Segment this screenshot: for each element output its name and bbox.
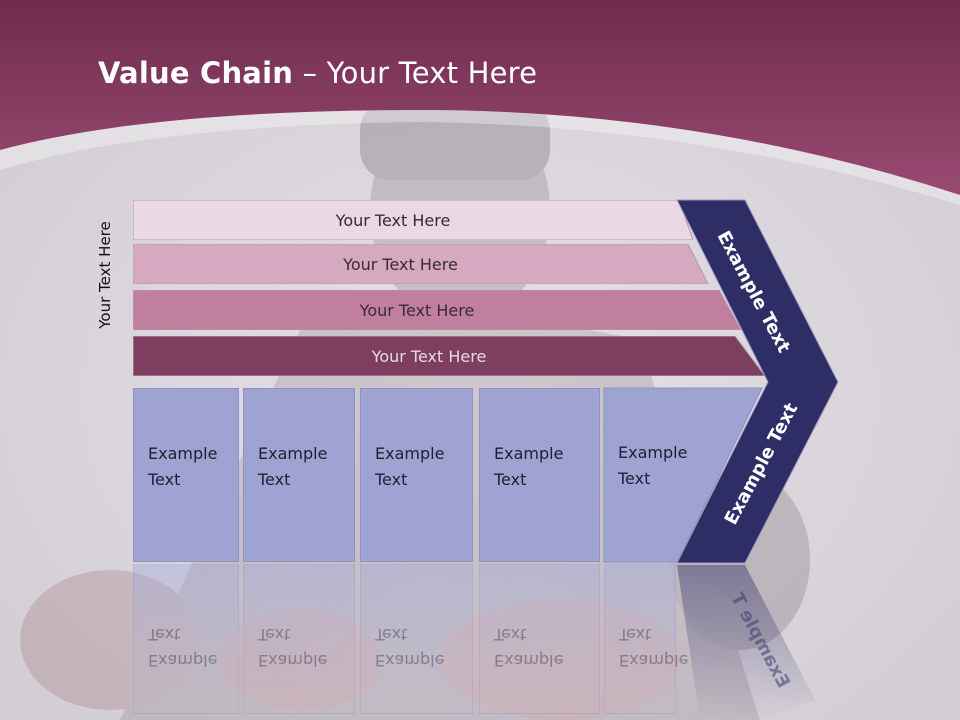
chevron-reflection [677, 565, 815, 720]
box-line2: Text [258, 470, 291, 489]
support-row-label: Your Text Here [335, 210, 451, 230]
title-rest: – Your Text Here [293, 56, 538, 90]
support-row: Your Text Here [133, 244, 708, 284]
support-row-label: Your Text Here [371, 346, 487, 366]
box-line2: Text [494, 470, 527, 489]
chevron-shape [676, 199, 839, 564]
box-line1: Example [494, 444, 564, 463]
box-line2: Text [148, 470, 181, 489]
support-row: Your Text Here [133, 290, 741, 330]
support-row-label: Your Text Here [343, 254, 458, 274]
support-row: Your Text Here [133, 336, 765, 376]
title-bold: Value Chain [98, 56, 294, 90]
box-line2: Text [375, 470, 408, 489]
box-line1: Example [375, 444, 445, 463]
box-line1: Example [258, 444, 328, 463]
support-row: Your Text Here [133, 200, 693, 240]
box-line2: Text [618, 469, 651, 488]
box-line1: Example [148, 444, 218, 463]
row-shape [133, 200, 693, 240]
row-shape [133, 336, 765, 376]
slide-title: Value Chain – Your Text Here [98, 56, 537, 90]
row-shape [133, 290, 741, 330]
box-line1: Example [618, 443, 688, 462]
row-shape [133, 244, 708, 284]
support-row-label: Your Text Here [359, 300, 475, 320]
